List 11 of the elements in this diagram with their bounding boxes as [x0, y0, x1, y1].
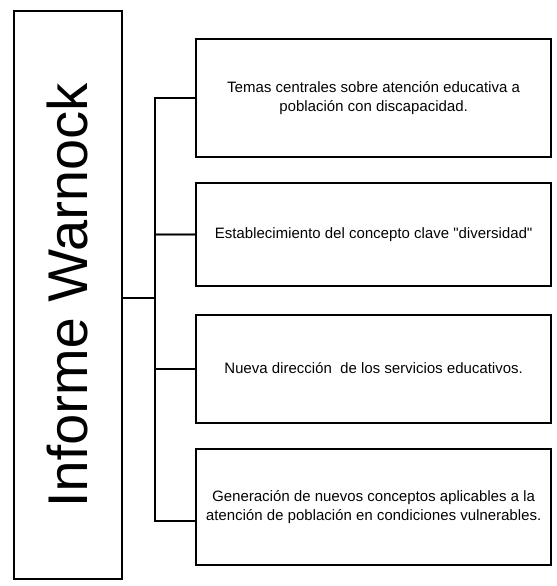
process-box [195, 38, 552, 158]
process-box [195, 314, 552, 424]
box-text: Nueva dirección de los servicios educativos. [223, 360, 524, 378]
title-box [13, 10, 123, 580]
process-box [195, 182, 552, 287]
connector-line [123, 297, 195, 522]
title-text: Informe Warnock [40, 82, 96, 510]
box-text: Generación de nuevos conceptos aplicables a la atención de población en condiciones vulnerables. [204, 488, 542, 526]
box-text: Temas centrales sobre atención educativa a población con discapacidad. [226, 79, 521, 117]
box-text: Establecimiento del concepto clave "diversidad" [214, 225, 534, 244]
process-box [195, 448, 552, 566]
